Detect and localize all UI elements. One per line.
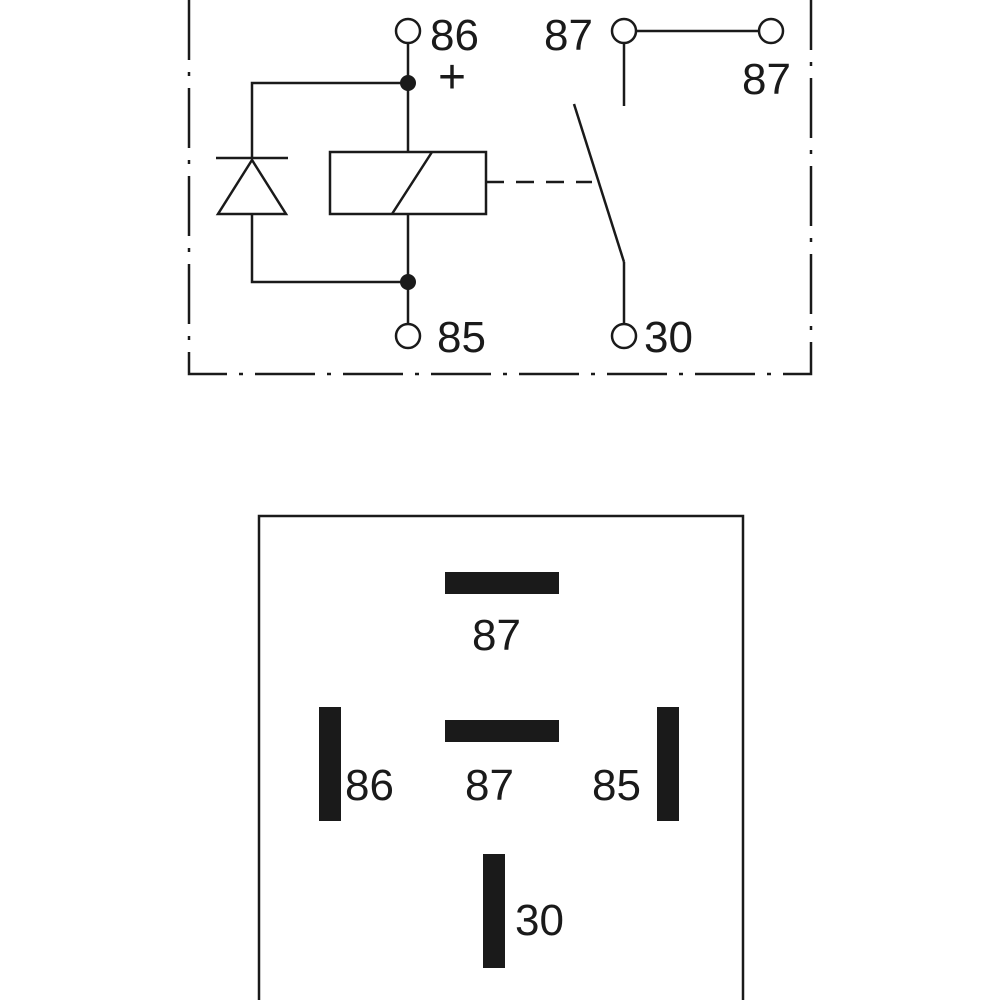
pin-layout-frame — [257, 514, 745, 1005]
label-86: 86 — [430, 11, 479, 60]
diode-triangle — [215, 157, 289, 216]
relay-coil — [328, 150, 488, 216]
pin-86-blade — [319, 707, 341, 821]
terminal-87-left — [610, 17, 638, 45]
pin-87-top-label: 87 — [472, 611, 521, 660]
switch-arm — [572, 103, 626, 263]
terminal-87-right — [757, 17, 785, 45]
pin-30-blade — [483, 854, 505, 968]
pin-85-blade — [657, 707, 679, 821]
label-85: 85 — [437, 313, 486, 362]
label-87-right: 87 — [742, 55, 791, 104]
relay-schematic — [187, 0, 813, 376]
polarity-plus: + — [438, 51, 466, 104]
pin-86-label: 86 — [345, 761, 394, 810]
wire-diode-bottom — [250, 214, 408, 284]
pin-85-label: 85 — [592, 761, 641, 810]
terminal-30 — [610, 322, 638, 350]
pin-87-top-blade — [445, 572, 559, 594]
terminal-86 — [394, 17, 422, 45]
wire-diode-top — [250, 81, 408, 158]
pin-30-label: 30 — [515, 896, 564, 945]
housing-outline — [187, 0, 813, 376]
terminal-85 — [394, 322, 422, 350]
coil-slash — [390, 151, 434, 215]
pin-87-middle-label: 87 — [465, 761, 514, 810]
pin-87-middle-blade — [445, 720, 559, 742]
junction-dot-bottom — [400, 274, 416, 290]
label-87-left: 87 — [544, 11, 593, 60]
pin-layout: 87 87 86 85 30 — [257, 514, 745, 1005]
label-30: 30 — [644, 313, 693, 362]
schematic-labels: 86 + 87 87 85 30 — [430, 11, 791, 362]
junction-dot-top — [400, 75, 416, 91]
